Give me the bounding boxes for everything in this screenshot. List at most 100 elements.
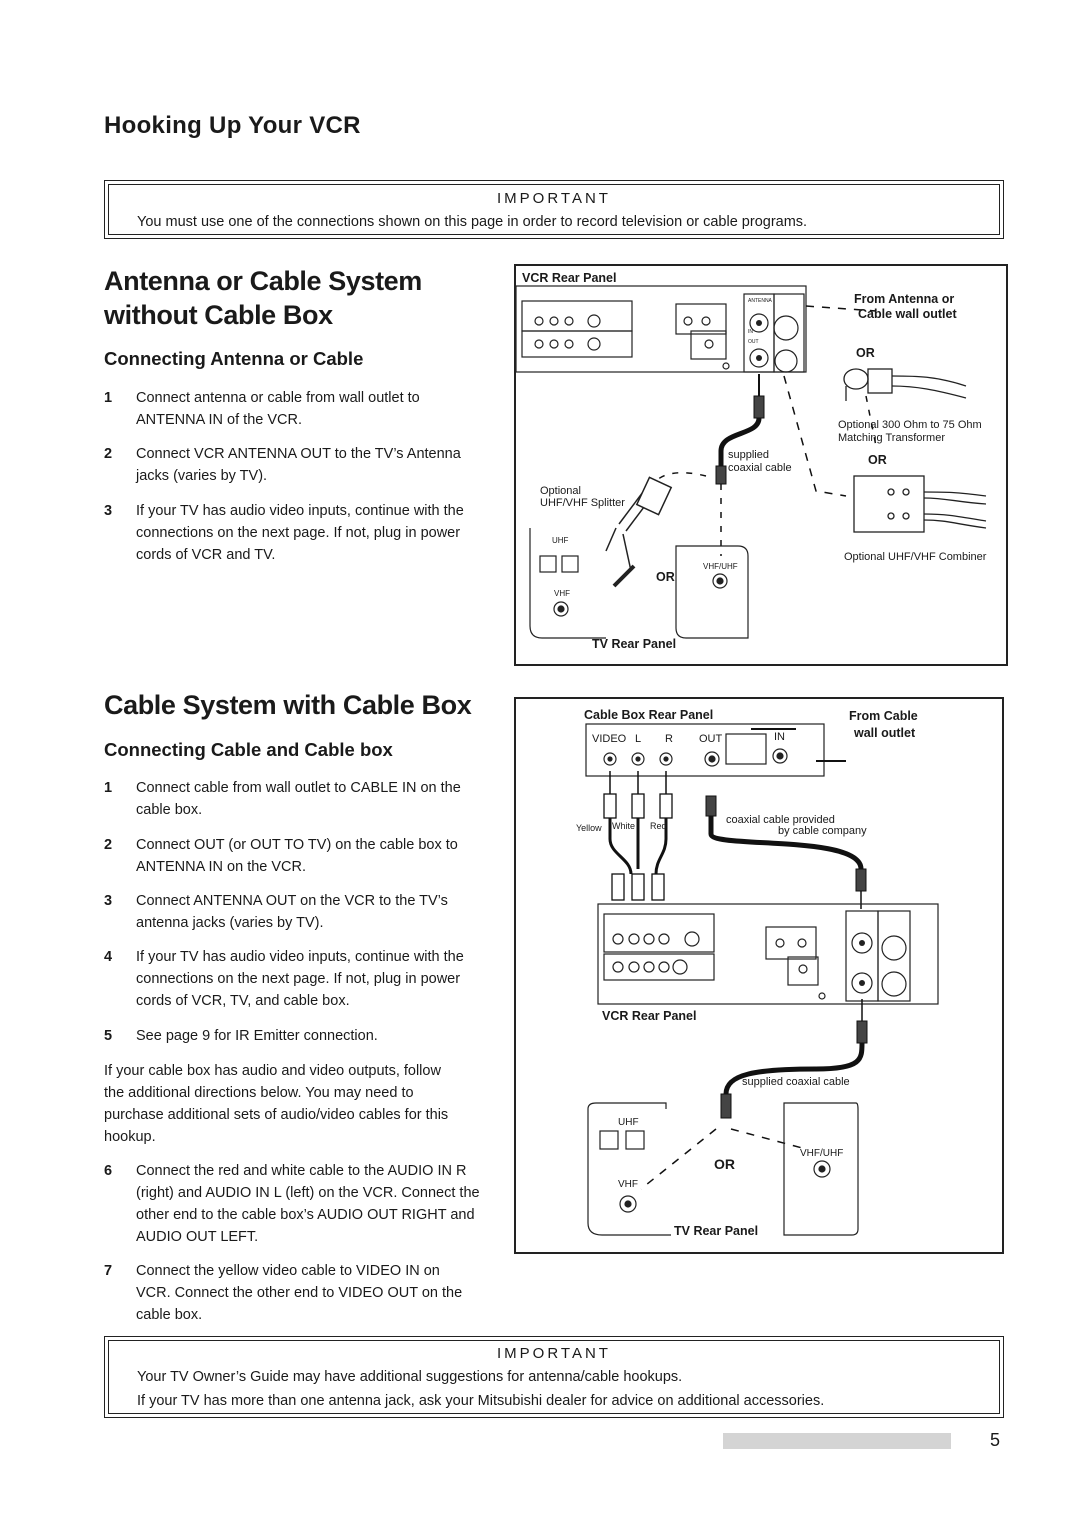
av-cables xyxy=(603,771,673,901)
label-or-1: OR xyxy=(856,346,875,360)
diagram-antenna-drawing xyxy=(516,285,987,639)
label-white: White xyxy=(612,821,636,831)
section-heading-cable-box: Cable System with Cable Box xyxy=(104,690,472,720)
diagram-cable-box-drawing xyxy=(585,723,939,1236)
section-heading-line1: Antenna or Cable System xyxy=(104,266,422,296)
label-antenna: ANTENNA xyxy=(748,298,772,304)
cable-box-note: If your cable box has audio and video ou… xyxy=(104,1063,449,1145)
subheading-cable-box: Connecting Cable and Cable box xyxy=(104,739,393,760)
label-cable-box-rear-panel: Cable Box Rear Panel xyxy=(584,708,714,722)
label-combiner: Optional UHF/VHF Combiner xyxy=(844,551,987,563)
step-1: 1 Connect antenna or cable from wall out… xyxy=(104,387,494,431)
step-text: Connect OUT (or OUT TO TV) on the cable … xyxy=(136,837,458,875)
label-red: Red xyxy=(650,821,667,831)
page-title: Hooking Up Your VCR xyxy=(104,112,361,139)
vcr-panel-illustration xyxy=(597,903,939,1005)
label-splitter-1: Optional xyxy=(540,485,581,497)
label-from-antenna-1: From Antenna or xyxy=(854,292,955,306)
label-r: R xyxy=(665,733,673,745)
step-number: 7 xyxy=(104,1263,113,1279)
step-number: 4 xyxy=(104,949,113,965)
step-6: 6 Connect the red and white cable to the… xyxy=(104,1160,494,1248)
section-heading-antenna: Antenna or Cable System without Cable Bo… xyxy=(104,264,422,332)
vcr-antenna-connectors xyxy=(859,940,865,986)
label-tv-rear-panel: TV Rear Panel xyxy=(592,637,677,651)
label-vcr-rear-panel: VCR Rear Panel xyxy=(602,1009,697,1023)
step-2: 2 Connect OUT (or OUT TO TV) on the cabl… xyxy=(104,834,494,878)
label-in: IN xyxy=(748,329,753,335)
step-3: 3 If your TV has audio video inputs, con… xyxy=(104,500,494,566)
page-footer-bar xyxy=(723,1433,951,1449)
important-line-1: Your TV Owner’s Guide may have additiona… xyxy=(137,1369,683,1385)
label-tv-rear-panel: TV Rear Panel xyxy=(674,1224,759,1238)
splitter-illustration xyxy=(605,476,673,588)
step-number: 6 xyxy=(104,1163,113,1179)
label-uhf: UHF xyxy=(552,536,569,545)
vcr-to-tv-cable xyxy=(640,999,868,1190)
page-number: 5 xyxy=(990,1430,1001,1450)
label-vhf-uhf: VHF/UHF xyxy=(800,1148,844,1159)
combiner-illustration xyxy=(853,475,987,533)
step-text: Connect the red and white cable to the A… xyxy=(136,1163,480,1245)
step-text: Connect cable from wall outlet to CABLE … xyxy=(136,780,461,818)
step-4: 4 If your TV has audio video inputs, con… xyxy=(104,946,494,1012)
step-number: 2 xyxy=(104,446,113,462)
label-supplied-1: supplied xyxy=(728,449,769,461)
label-yellow: Yellow xyxy=(576,823,602,833)
important-box-bottom: IMPORTANT Your TV Owner’s Guide may have… xyxy=(104,1336,1004,1418)
label-or-3: OR xyxy=(656,570,675,584)
step-number: 3 xyxy=(104,893,113,909)
tv-panel-left xyxy=(529,528,606,639)
tv-panels xyxy=(587,1102,859,1236)
label-or-2: OR xyxy=(868,453,887,467)
step-text: See page 9 for IR Emitter connection. xyxy=(136,1028,378,1044)
label-transformer-2: Matching Transformer xyxy=(838,432,945,444)
label-or: OR xyxy=(714,1156,735,1172)
label-vhf: VHF xyxy=(554,589,570,598)
step-3: 3 Connect ANTENNA OUT on the VCR to the … xyxy=(104,890,494,934)
vcr-rear-panel-illustration xyxy=(516,285,807,373)
diagram-antenna-hookup: VCR Rear Panel ANTENNA IN OUT From Anten… xyxy=(514,264,1008,666)
step-text: If your TV has audio video inputs, conti… xyxy=(136,949,464,1009)
label-vhf: VHF xyxy=(618,1179,638,1190)
important-text: You must use one of the connections show… xyxy=(137,214,808,230)
step-2: 2 Connect VCR ANTENNA OUT to the TV’s An… xyxy=(104,443,494,487)
subheading-antenna: Connecting Antenna or Cable xyxy=(104,348,364,369)
label-vhf-uhf: VHF/UHF xyxy=(703,562,738,571)
step-number: 1 xyxy=(104,390,113,406)
label-video: VIDEO xyxy=(592,733,627,745)
step-text: Connect ANTENNA OUT on the VCR to the TV… xyxy=(136,893,448,931)
label-supplied: supplied coaxial cable xyxy=(742,1076,850,1088)
step-number: 3 xyxy=(104,503,113,519)
step-text: Connect VCR ANTENNA OUT to the TV’s Ante… xyxy=(136,446,461,484)
step-text: Connect the yellow video cable to VIDEO … xyxy=(136,1263,463,1323)
step-number: 1 xyxy=(104,780,113,796)
label-out: OUT xyxy=(699,733,723,745)
antenna-wall-illustration xyxy=(843,368,967,401)
step-text: Connect antenna or cable from wall outle… xyxy=(136,390,420,428)
label-from-cable-1: From Cable xyxy=(849,709,918,723)
step-1: 1 Connect cable from wall outlet to CABL… xyxy=(104,777,494,821)
step-7: 7 Connect the yellow video cable to VIDE… xyxy=(104,1260,494,1326)
section-heading-line2: without Cable Box xyxy=(104,300,333,330)
cable-box-panel-illustration xyxy=(585,723,825,777)
label-uhf: UHF xyxy=(618,1117,639,1128)
important-line-2: If your TV has more than one antenna jac… xyxy=(137,1393,825,1409)
step-5: 5 See page 9 for IR Emitter connection. xyxy=(104,1025,494,1047)
important-heading: IMPORTANT xyxy=(497,190,611,207)
tv-panel-right xyxy=(675,545,749,639)
label-transformer-1: Optional 300 Ohm to 75 Ohm xyxy=(838,419,982,431)
label-from-cable-2: wall outlet xyxy=(854,726,916,740)
label-coax-2: by cable company xyxy=(778,825,867,837)
step-number: 5 xyxy=(104,1028,113,1044)
antenna-connectors xyxy=(756,320,762,361)
label-out: OUT xyxy=(748,339,759,345)
label-vcr-rear-panel: VCR Rear Panel xyxy=(522,271,617,285)
diagram-cable-box-hookup: Cable Box Rear Panel VIDEO L R OUT IN Fr… xyxy=(514,697,1004,1254)
label-supplied-2: coaxial cable xyxy=(728,462,792,474)
coax-cable-from-box xyxy=(705,728,867,909)
label-l: L xyxy=(635,733,642,745)
step-number: 2 xyxy=(104,837,113,853)
important-box-top: IMPORTANT You must use one of the connec… xyxy=(104,180,1004,239)
cable-paths xyxy=(655,305,877,556)
